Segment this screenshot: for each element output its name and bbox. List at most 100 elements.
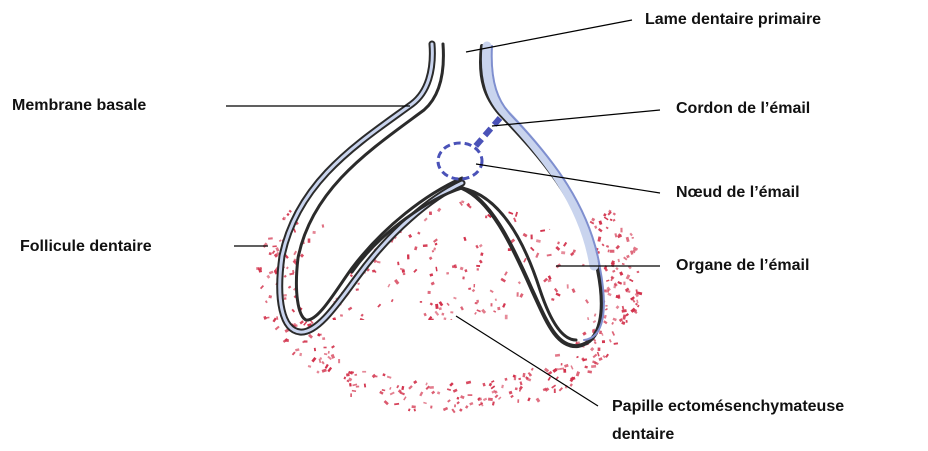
follicle-dot [401, 386, 404, 390]
follicle-dot [613, 212, 616, 215]
follicle-dot [515, 212, 518, 217]
follicle-dot [555, 354, 560, 357]
follicle-dot [289, 210, 292, 213]
label-papille-line1: Papille ectomésenchymateuse [612, 396, 844, 418]
follicle-dot [475, 245, 478, 249]
follicle-dot [284, 275, 287, 278]
follicle-dot [344, 261, 348, 265]
follicle-dot [429, 256, 433, 260]
follicle-dot [400, 392, 405, 396]
follicle-dot [341, 320, 344, 323]
follicle-dot [481, 309, 486, 314]
follicle-dot [598, 357, 602, 361]
follicle-dot [357, 224, 360, 229]
follicle-dot [441, 313, 444, 316]
follicle-dot [502, 303, 506, 308]
follicle-dot [626, 320, 628, 323]
follicle-dot [365, 212, 368, 215]
follicle-dot [443, 407, 448, 411]
follicle-dot [463, 237, 466, 241]
follicle-dot [275, 247, 279, 252]
follicle-dot [523, 258, 527, 263]
follicle-dot [434, 243, 437, 246]
follicle-dot [288, 286, 291, 289]
follicle-dot [480, 340, 484, 345]
follicle-dot [272, 317, 276, 322]
follicle-dot [272, 250, 276, 254]
follicle-dot [403, 273, 405, 275]
follicle-dot [509, 391, 513, 395]
follicle-dot [479, 260, 483, 264]
follicle-dot [423, 402, 427, 404]
follicle-dot [448, 340, 452, 344]
follicle-dot [480, 252, 483, 256]
follicle-dot [604, 217, 609, 221]
follicle-dot [468, 343, 471, 345]
label-membrane-basale: Membrane basale [12, 95, 146, 117]
follicle-dot [591, 365, 596, 368]
follicle-dot [612, 270, 615, 273]
follicle-dot [626, 274, 631, 279]
follicle-dot [464, 269, 467, 272]
follicle-dot [331, 328, 334, 331]
follicle-dot [500, 335, 504, 340]
follicle-dot [489, 383, 493, 387]
follicle-dot [486, 350, 491, 353]
follicle-dot [372, 374, 376, 378]
follicle-dot [366, 199, 371, 202]
follicle-dot [407, 368, 410, 371]
follicle-dot [285, 339, 289, 342]
follicle-dot [517, 399, 519, 403]
follicle-dot [340, 314, 343, 317]
follicle-dot [590, 347, 594, 351]
follicle-dot [501, 385, 504, 389]
follicle-dot [614, 233, 617, 237]
follicle-dot [328, 351, 330, 354]
follicle-dot [602, 243, 605, 246]
follicle-dot [472, 337, 477, 342]
follicle-dot [451, 409, 455, 414]
follicle-dot [536, 398, 541, 403]
follicle-dot [408, 234, 412, 238]
follicle-dot [446, 303, 449, 306]
follicle-dot [295, 348, 299, 351]
follicle-dot [444, 317, 447, 320]
follicle-dot [615, 245, 620, 250]
follicle-dot [437, 208, 441, 212]
follicle-dot [548, 357, 551, 362]
follicle-dot [312, 231, 315, 234]
follicle-dot [390, 392, 395, 396]
follicle-dot [382, 389, 386, 391]
follicle-dot [517, 292, 519, 296]
follicle-dot [593, 354, 598, 359]
follicle-dot [299, 353, 302, 356]
follicle-dot [491, 385, 496, 389]
follicle-dot [268, 295, 272, 299]
follicle-dot [269, 271, 274, 275]
follicle-dot [454, 264, 457, 268]
follicle-dot [391, 299, 394, 302]
follicle-dot [364, 201, 367, 206]
follicle-dot [475, 302, 478, 304]
leader-lame-dentaire [466, 20, 632, 52]
follicle-dot [392, 343, 397, 347]
follicle-dot [462, 351, 465, 354]
follicle-dot [335, 224, 339, 226]
follicle-dot [492, 401, 495, 405]
follicle-dot [394, 403, 399, 405]
follicle-dot [387, 376, 392, 379]
follicle-dot [456, 397, 459, 400]
follicle-dot [260, 285, 264, 289]
follicle-dot [454, 404, 456, 407]
follicle-dot [620, 228, 622, 233]
follicle-dot [608, 250, 610, 253]
follicle-dot [435, 267, 437, 272]
follicle-dot [536, 353, 539, 356]
follicle-dot [605, 308, 608, 311]
follicle-dot [284, 297, 287, 300]
follicle-dot [389, 329, 392, 331]
follicle-dot [357, 283, 360, 285]
follicle-dot [570, 365, 573, 369]
follicle-dot [582, 332, 586, 336]
